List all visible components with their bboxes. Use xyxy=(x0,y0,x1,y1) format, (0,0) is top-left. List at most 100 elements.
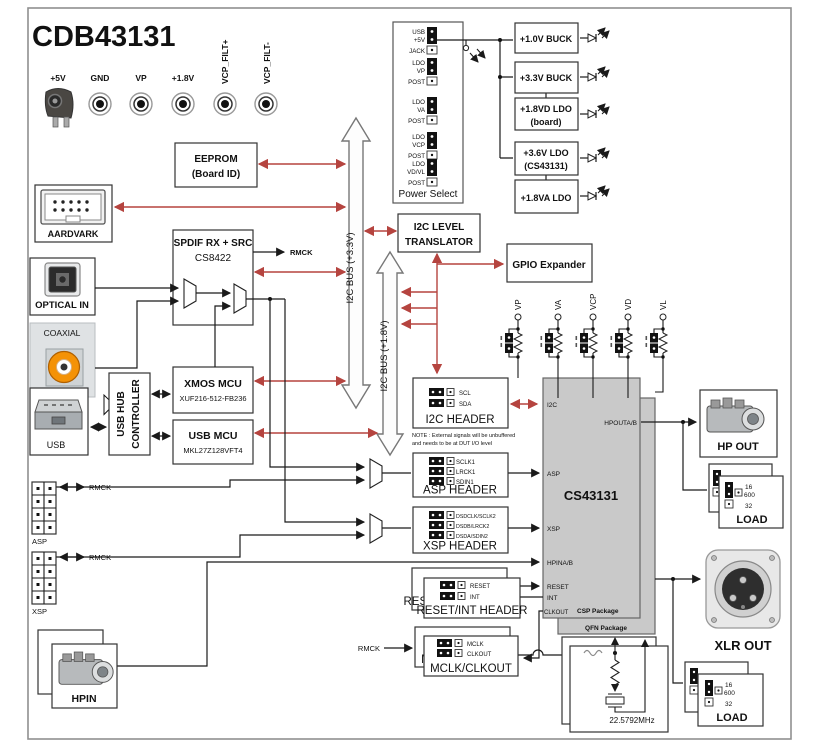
i2c-bus-18: I2C BUS (+1.8V) xyxy=(375,250,405,457)
crystal-block: 22.5792MHz xyxy=(561,636,669,733)
int-jumper xyxy=(439,591,466,601)
power-select-group-2: LDO VP POST xyxy=(408,57,438,86)
xsp-pin-3: DSDA/SDIN2 xyxy=(456,534,488,540)
ps-g2-jumper xyxy=(426,57,438,86)
bus33-label: I2C BUS (+3.3V) xyxy=(345,232,356,303)
xmos-block: XMOS MCU XUF216-512-FB236 xyxy=(172,366,254,414)
regulator-blocks: +1.0V BUCK +3.3V BUCK +1.8VD LDO (board)… xyxy=(514,22,609,214)
load1-label: LOAD xyxy=(736,514,767,526)
translator-line1: I2C LEVEL xyxy=(414,222,465,233)
reg2-label: +3.3V BUCK xyxy=(520,73,573,83)
eeprom-line1: EEPROM xyxy=(194,154,237,165)
asp-pin-sclk1: SCLK1 xyxy=(456,460,476,466)
aardvark-block: AARDVARK xyxy=(34,184,113,243)
reset-int-header-block: RESET/INT HEADER RESET INT RESET/INT HEA… xyxy=(404,567,528,619)
xsp-pin-1: DSDCLK/SCLK2 xyxy=(456,514,496,520)
reg5-label: +1.8VA LDO xyxy=(521,193,572,203)
asp-header-label: ASP HEADER xyxy=(423,485,497,497)
load-block-2: 16 600 32 LOAD xyxy=(684,661,764,727)
i2c-translator-block: I2C LEVEL TRANSLATOR xyxy=(397,213,481,253)
xsp-jumper-1 xyxy=(428,510,455,520)
asp-jumper-lrck1 xyxy=(428,466,455,476)
rmck-label-spdif: RMCK xyxy=(290,248,313,257)
supply-label-vp: VP xyxy=(514,299,523,310)
chip-pin-hpin: HPINA/B xyxy=(547,560,573,567)
aardvark-label: AARDVARK xyxy=(48,229,99,239)
ps-g2-l2: VP xyxy=(417,68,425,75)
supply-label-va: VA xyxy=(554,299,563,310)
ps-g5-l1: LDO xyxy=(412,161,425,168)
page-title: CDB43131 xyxy=(32,21,175,53)
usb-label: USB xyxy=(47,440,66,450)
chip-csp-label: CSP Package xyxy=(577,608,619,615)
i2c-bus-33: I2C BUS (+3.3V) xyxy=(340,116,372,410)
chip-pin-reset: RESET xyxy=(547,584,569,591)
jack-label-vcpfiltm: VCP_FILT- xyxy=(262,42,272,84)
asp-rmck-label: RMCK xyxy=(89,483,111,492)
xsp-pins-label: XSP xyxy=(32,607,47,616)
noise-squiggle xyxy=(583,649,603,657)
bus18-label: I2C BUS (+1.8V) xyxy=(379,320,390,391)
jack-label-gnd: GND xyxy=(91,73,110,83)
load2-label: LOAD xyxy=(716,712,747,724)
chip-pin-hpout: HPOUTA/B xyxy=(604,420,637,427)
reset-header-label: RESET/INT HEADER xyxy=(417,605,528,617)
reg1-label: +1.0V BUCK xyxy=(520,34,573,44)
ps-g3-jumper xyxy=(426,96,438,125)
ps-g2-l3: POST xyxy=(408,79,425,86)
banana-jack-vcpfiltm-icon xyxy=(254,92,278,116)
banana-jack-vcpfiltp-icon xyxy=(213,92,237,116)
supply-label-vcp: VCP xyxy=(589,294,598,310)
spdif-line1: SPDIF RX + SRC xyxy=(174,238,253,249)
xsp-header-block: DSDCLK/SCLK2 DSDB/LRCK2 DSDA/SDIN2 XSP H… xyxy=(369,506,509,554)
aardvark-connector-icon xyxy=(40,189,106,225)
reg3-line2: (board) xyxy=(531,117,562,127)
i2c-header-jumper-sda xyxy=(428,398,455,408)
power-select-block: USB +5V JACK LDO VP POST LDO VA POST LDO… xyxy=(392,21,464,204)
ps-g5-l3: POST xyxy=(408,180,425,187)
asp-jumper-sclk1 xyxy=(428,456,455,466)
reset-pin-label: RESET xyxy=(470,584,490,590)
clkout-jumper xyxy=(436,648,463,658)
rca-connector-icon xyxy=(45,348,84,387)
supply-label-vl: VL xyxy=(659,300,668,310)
xmos-line1: XMOS MCU xyxy=(184,378,242,390)
jack-label-vcpfiltp: VCP_FILT+ xyxy=(220,39,230,84)
optical-in-block: OPTICAL IN xyxy=(29,257,96,316)
hpin-block: HPIN xyxy=(37,629,118,709)
hp-out-block: HP OUT xyxy=(699,389,778,458)
eeprom-line2: (Board ID) xyxy=(192,169,240,180)
i2c-header-block: SCL SDA I2C HEADER NOTE : External signa… xyxy=(412,377,515,447)
barrel-jack-icon xyxy=(44,88,74,128)
ps-g1-l1: USB xyxy=(412,29,425,36)
rmck-label-mclk: RMCK xyxy=(358,644,380,653)
load1-opt-16: 16 xyxy=(745,484,753,491)
coaxial-block: COAXIAL xyxy=(29,322,96,398)
chip-csp-package xyxy=(542,377,641,619)
banana-jack-gnd-icon xyxy=(88,92,112,116)
load-block-1: 16 600 32 LOAD xyxy=(708,463,784,529)
chip-pin-xsp: XSP xyxy=(547,526,560,533)
xlr-out-label: XLR OUT xyxy=(714,638,771,653)
usb-hub-block: USB HUB CONTROLLER xyxy=(108,372,151,456)
i2c-header-jumper-scl xyxy=(428,387,455,397)
xsp-jumper-2 xyxy=(428,520,455,530)
resistor xyxy=(609,659,621,686)
load1-opt-600: 600 xyxy=(744,492,755,499)
chip-qfn-label: QFN Package xyxy=(585,625,627,632)
mclk-header-block: MCLK/CLKOUT MCLK CLKOUT MCLK/CLKOUT xyxy=(414,626,519,677)
jack-label-vp: VP xyxy=(135,73,147,83)
ps-g1-l2: +5V xyxy=(414,37,426,44)
xsp-pin-2: DSDB/LRCK2 xyxy=(456,524,489,530)
power-select-group-1: USB +5V JACK xyxy=(409,26,438,55)
reg4-line2: (CS43131) xyxy=(524,161,568,171)
i2c-note-line1: NOTE : External signals will be unbuffer… xyxy=(412,433,515,439)
optical-label: OPTICAL IN xyxy=(35,300,89,311)
load1-opt-32: 32 xyxy=(745,503,753,510)
supply-label-vd: VD xyxy=(624,299,633,310)
xsp-jumper-3 xyxy=(428,530,455,540)
translator-line2: TRANSLATOR xyxy=(405,237,474,248)
usbmcu-line2: MKL27Z128VFT4 xyxy=(183,446,242,455)
ps-g4-l3: POST xyxy=(408,153,425,160)
